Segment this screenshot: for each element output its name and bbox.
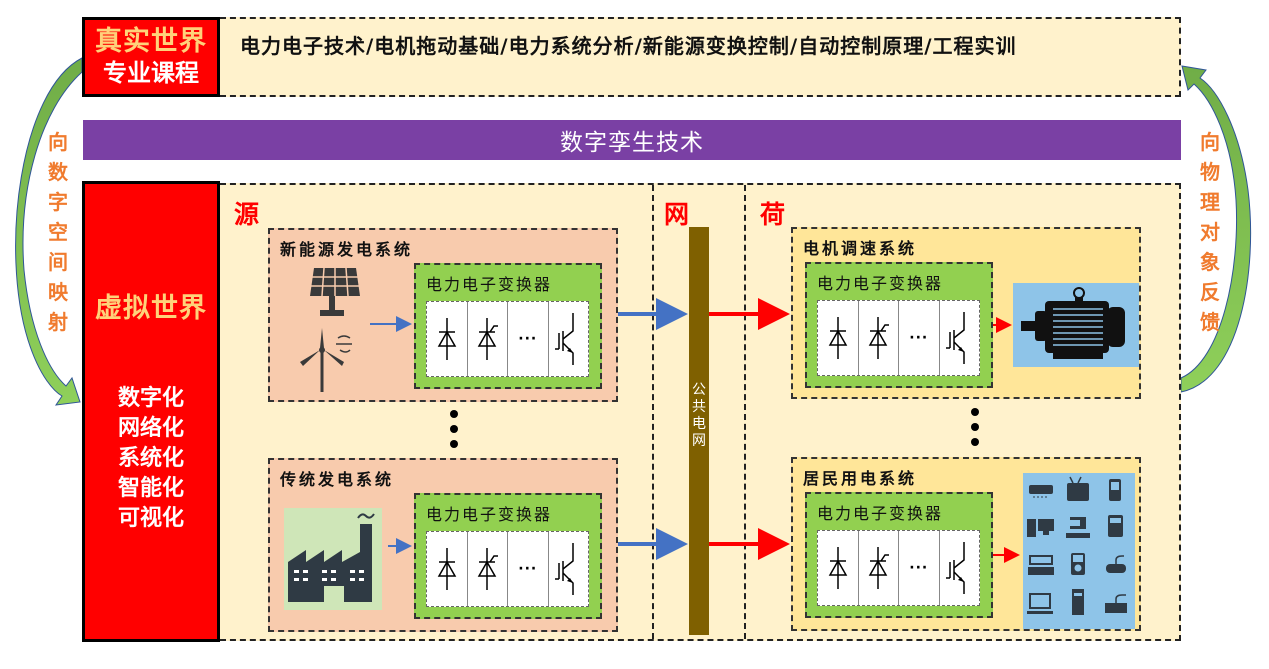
feature-item: 网络化 [117, 416, 184, 441]
motor-icon [1021, 287, 1125, 359]
ellipsis: ··· [899, 531, 940, 605]
gamepad-icon [1106, 555, 1126, 573]
air-conditioner-icon [1029, 485, 1053, 498]
divider [652, 185, 654, 639]
appliances-icons [1027, 476, 1127, 615]
real-world-label: 真实世界 专业课程 [82, 17, 220, 97]
converter-title: 电力电子变换器 [817, 504, 944, 523]
feature-item: 系统化 [117, 446, 184, 471]
thyristor-icon [859, 301, 899, 375]
virtual-world-features: 数字化 网络化 系统化 智能化 可视化 [85, 384, 217, 534]
system-title: 传统发电系统 [280, 470, 395, 489]
section-grid: 网 [664, 200, 690, 229]
power-electronic-converter: 电力电子变换器 ··· [805, 492, 993, 618]
thyristor-icon [468, 302, 508, 376]
power-electronic-converter: 电力电子变换器 ··· [414, 493, 602, 619]
factory-icon [284, 508, 382, 610]
diode-icon [427, 532, 468, 606]
virtual-world-panel: 虚拟世界 数字化 网络化 系统化 智能化 可视化 [82, 181, 220, 642]
solar-panel-icon [310, 267, 360, 316]
feature-item: 智能化 [117, 476, 184, 501]
virtual-world-title: 虚拟世界 [95, 293, 207, 324]
feature-item: 可视化 [117, 506, 184, 531]
section-source: 源 [234, 200, 260, 229]
system-title: 电机调速系统 [803, 239, 918, 258]
converter-title: 电力电子变换器 [817, 274, 944, 293]
ellipsis: ··· [508, 532, 549, 606]
courses-list: 电力电子技术/电机拖动基础/电力系统分析/新能源变换控制/自动控制原理/工程实训 [220, 17, 1181, 97]
keyboard-icon [1105, 594, 1127, 613]
converter-title: 电力电子变换器 [426, 275, 553, 294]
real-world-subtitle: 专业课程 [103, 59, 199, 87]
diode-icon [818, 301, 859, 375]
pc-tower-icon [1072, 589, 1084, 615]
device-cells: ··· [817, 530, 980, 606]
more-sources-dots [450, 410, 458, 455]
feedback-to-physical-label: 向物理对象反馈 [1200, 130, 1220, 334]
digital-twin-band: 数字孪生技术 [83, 120, 1181, 160]
igbt-icon [940, 301, 980, 375]
converter-title: 电力电子变换器 [426, 505, 553, 524]
thyristor-icon [468, 532, 508, 606]
more-loads-dots [971, 408, 979, 453]
device-cells: ··· [817, 300, 980, 376]
public-grid-label: 公共电网 [692, 382, 706, 449]
system-title: 居民用电系统 [803, 469, 918, 488]
section-load: 荷 [760, 200, 786, 229]
ellipsis: ··· [508, 302, 549, 376]
thyristor-icon [859, 531, 899, 605]
divider [744, 185, 746, 639]
system-title: 新能源发电系统 [280, 240, 414, 259]
feedback-to-physical-arrow [1180, 65, 1252, 393]
desktop-pc-icon [1027, 519, 1054, 537]
diode-icon [427, 302, 468, 376]
power-electronic-converter: 电力电子变换器 ··· [805, 262, 993, 388]
igbt-icon [940, 531, 980, 605]
igbt-icon [549, 302, 589, 376]
ellipsis: ··· [899, 301, 940, 375]
device-cells: ··· [426, 531, 589, 607]
map-to-digital-arrow [15, 57, 83, 406]
igbt-icon [549, 532, 589, 606]
wind-turbine-icon [300, 328, 352, 392]
tv-icon [1067, 476, 1089, 501]
diode-icon [818, 531, 859, 605]
feature-item: 数字化 [117, 386, 184, 411]
motor-icon-panel [1013, 283, 1139, 367]
map-to-digital-label: 向数字空间映射 [48, 130, 68, 334]
power-electronic-converter: 电力电子变换器 ··· [414, 263, 602, 389]
appliances-panel [1023, 473, 1135, 629]
public-grid-bus: 公共电网 [689, 227, 709, 635]
device-cells: ··· [426, 301, 589, 377]
real-world-title: 真实世界 [95, 26, 207, 57]
